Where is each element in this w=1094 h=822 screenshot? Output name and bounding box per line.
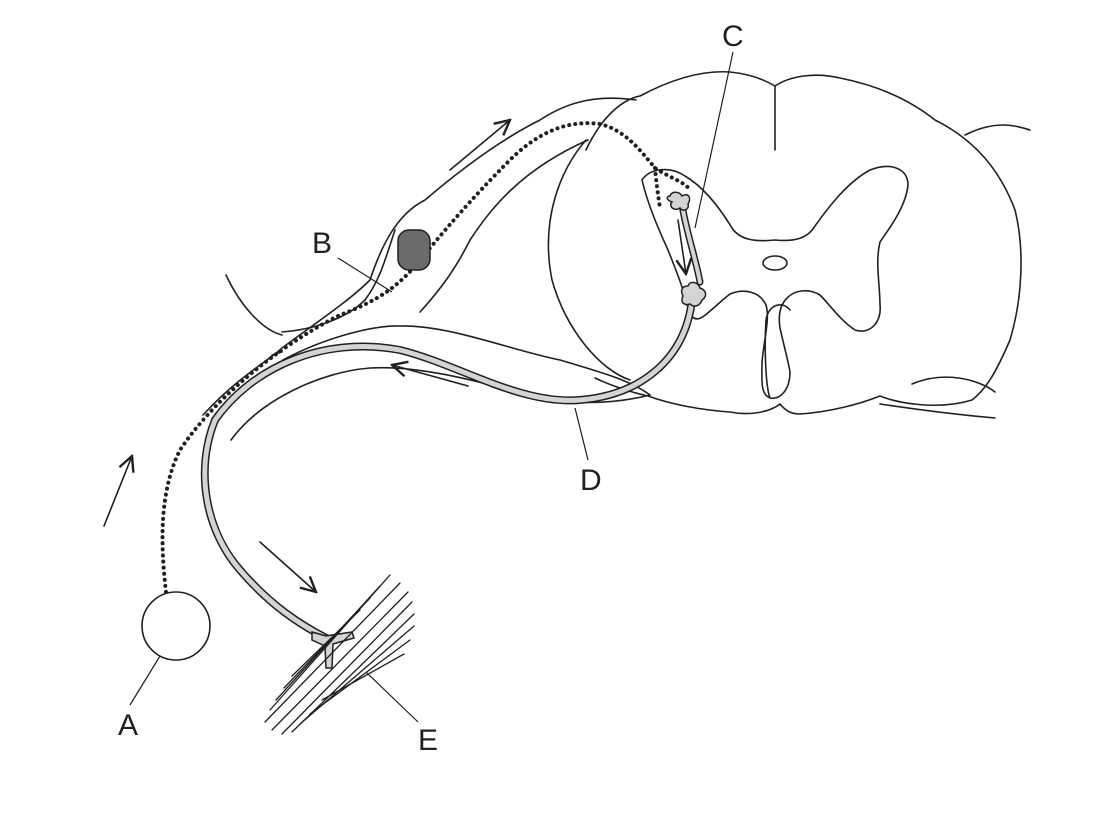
muscle-fiber	[309, 639, 411, 715]
leader-line-a	[129, 655, 161, 706]
sensory-receptor	[141, 591, 211, 661]
arrow-left-ventral	[392, 365, 469, 387]
root-division-curve	[547, 139, 631, 381]
central-canal	[762, 255, 788, 271]
leader-line-c	[694, 51, 734, 229]
ventral-root-outer	[282, 325, 651, 396]
interneuron	[666, 191, 704, 286]
spinal-cord-outline	[585, 70, 1022, 415]
dorsal-root-inner	[419, 139, 589, 313]
motor-axon-fill	[202, 297, 695, 643]
sensory-branch-dotted	[653, 166, 662, 210]
peripheral-nerve-curve-left	[225, 274, 283, 336]
direction-arrows	[103, 120, 510, 592]
leader-line-d	[574, 407, 589, 461]
label-d: D	[580, 464, 602, 497]
leader-line-e	[365, 671, 419, 723]
labels: A B C D E	[118, 20, 744, 757]
leader-lines	[129, 51, 734, 723]
ganglion-bulge	[281, 229, 396, 333]
interneuron-cell-body	[666, 191, 691, 211]
muscle-fiber	[271, 591, 409, 731]
dorsal-root-outer	[202, 97, 637, 416]
effector-muscle	[264, 574, 415, 735]
leader-line-b	[337, 257, 393, 293]
spinal-cord	[585, 70, 1031, 419]
muscle-fiber	[283, 597, 371, 689]
label-a: A	[118, 709, 138, 742]
arrow-down-muscle	[259, 541, 316, 592]
spinal-cord-right-edge	[964, 124, 1031, 136]
interneuron-arrow	[678, 219, 686, 274]
ventral-edge	[879, 403, 996, 419]
label-e: E	[418, 724, 438, 757]
muscle-fiber	[281, 601, 413, 735]
muscle-fiber	[264, 582, 401, 723]
muscle-fiber	[291, 609, 361, 677]
label-c: C	[722, 20, 744, 53]
motor-cell-body	[680, 281, 707, 307]
spinal-cord-right-lower	[911, 376, 996, 393]
arrow-up-dorsal	[449, 120, 510, 171]
nerve-roots	[202, 97, 651, 441]
label-b: B	[312, 227, 332, 260]
motor-neuron	[200, 281, 707, 669]
sensory-neuron	[141, 121, 692, 661]
muscle-fiber	[321, 653, 405, 701]
arrow-up-left	[103, 456, 132, 527]
grey-matter	[641, 165, 909, 399]
anterior-median-fissure	[764, 304, 791, 399]
interneuron-axon-fill	[680, 203, 702, 284]
sensory-cell-body	[397, 229, 431, 271]
